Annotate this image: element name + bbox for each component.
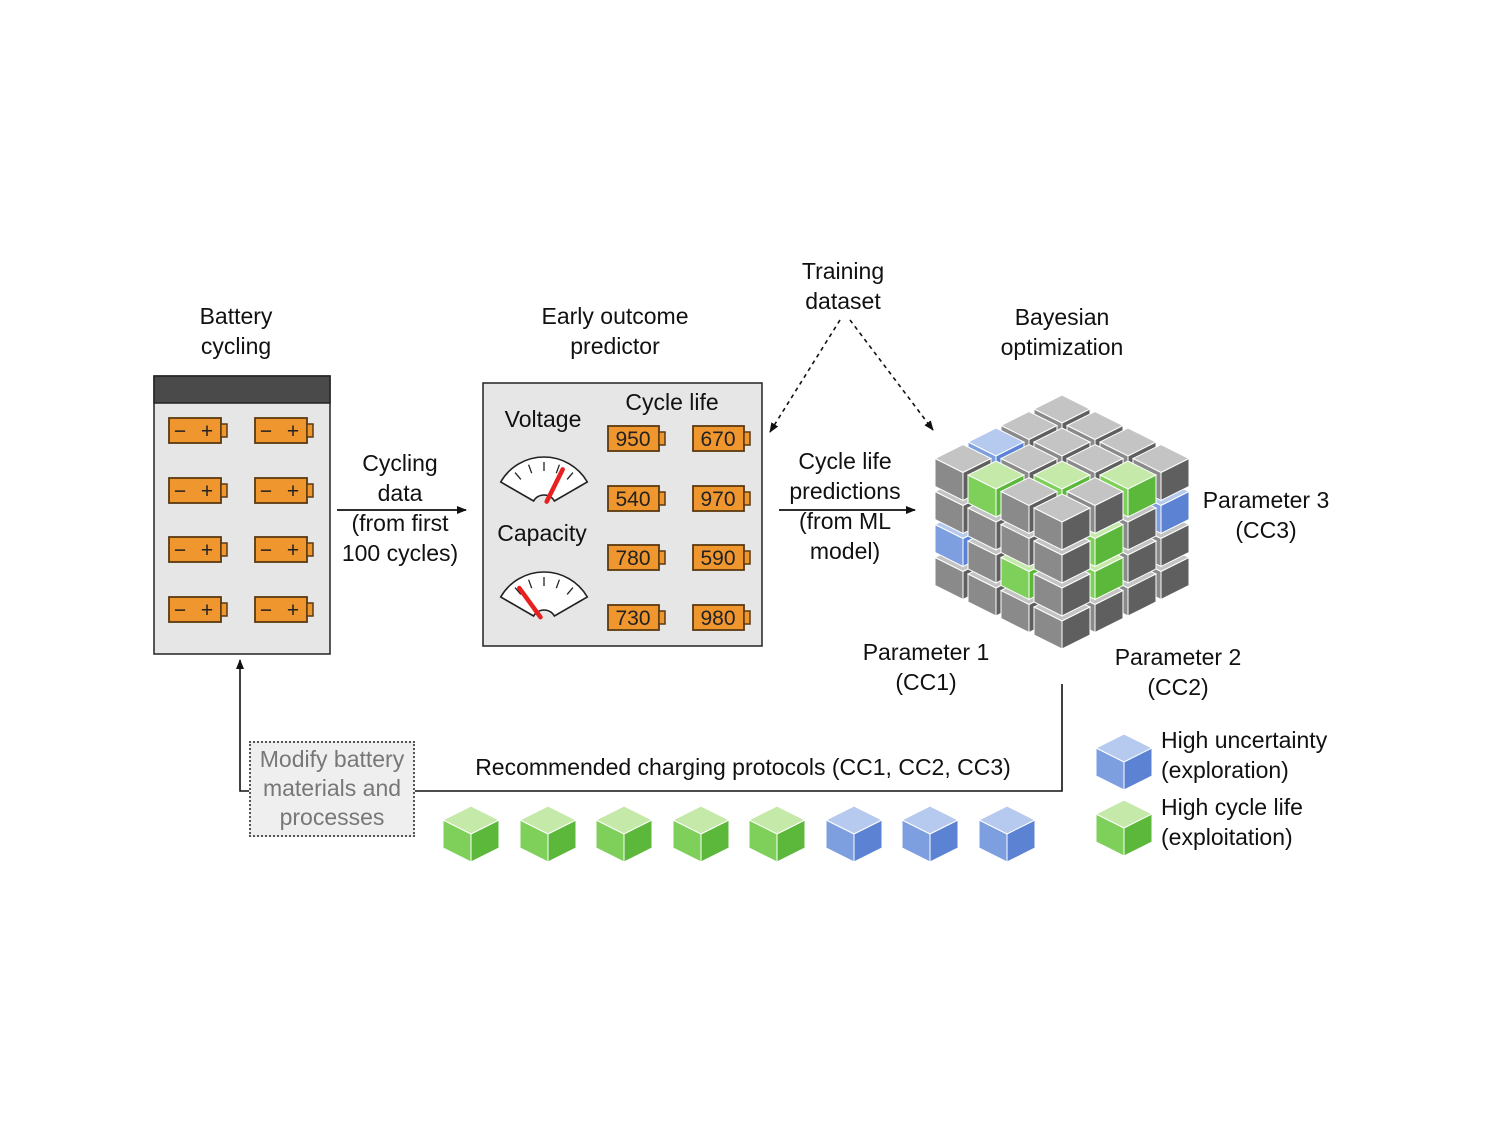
cycle-life-battery: 670: [692, 425, 751, 452]
legend-label-exploitation: High cycle life (exploitation): [1161, 794, 1303, 850]
protocol-cube-blue: [824, 805, 884, 863]
label-cycle-life: Cycle life: [625, 389, 719, 415]
battery-minus-sign: −: [260, 599, 272, 622]
cycle-life-battery: 980: [692, 604, 751, 631]
cycle-life-battery: 780: [607, 544, 666, 571]
battery-minus-sign: −: [260, 480, 272, 503]
cycle-life-value: 730: [615, 607, 650, 630]
battery-panel-header: [153, 375, 331, 404]
battery-plus-sign: +: [287, 599, 299, 622]
protocol-cube-green: [671, 805, 731, 863]
battery-plus-sign: +: [287, 480, 299, 503]
gauge-needle: [544, 467, 565, 504]
legend-cube-blue: [1094, 733, 1154, 791]
battery-icon: −+: [254, 536, 314, 563]
label-cycling-data: Cycling data (from first 100 cycles): [341, 450, 459, 566]
battery-icon: −+: [168, 417, 228, 444]
battery-minus-sign: −: [174, 480, 186, 503]
cycle-life-grid: 950 670 540 970 780 590 730 980: [607, 425, 751, 631]
protocol-cube-green: [518, 805, 578, 863]
protocol-cube-blue: [977, 805, 1037, 863]
cycle-life-battery: 970: [692, 485, 751, 512]
battery-plus-sign: +: [201, 539, 213, 562]
battery-plus-sign: +: [201, 420, 213, 443]
optimization-block: [1032, 526, 1092, 584]
predictor-panel: 950 670 540 970 780 590 730 980: [482, 382, 763, 647]
battery-plus-sign: +: [287, 420, 299, 443]
battery-icon: −+: [168, 477, 228, 504]
battery-plus-sign: +: [287, 539, 299, 562]
cycle-life-value: 970: [700, 488, 735, 511]
battery-grid: −+−+−+−+−+−+−+−+: [168, 417, 314, 623]
cycle-life-value: 590: [700, 547, 735, 570]
gauge-needle: [517, 585, 543, 620]
protocol-cube-green: [747, 805, 807, 863]
label-recommended-protocols: Recommended charging protocols (CC1, CC2…: [475, 754, 1011, 780]
label-cycle-life-predictions: Cycle life predictions (from ML model): [789, 448, 901, 564]
battery-icon: −+: [168, 596, 228, 623]
battery-icon: −+: [254, 477, 314, 504]
battery-icon: −+: [168, 536, 228, 563]
legend-cube-green: [1094, 799, 1154, 857]
arrow-training-to-predictor: [769, 319, 841, 433]
arrow-training-to-bayesian: [849, 319, 934, 431]
capacity-gauge: [499, 571, 589, 620]
label-parameter-3: Parameter 3 (CC3): [1202, 487, 1330, 543]
recommended-protocol-cubes: [441, 805, 1037, 863]
protocol-cube-green: [441, 805, 501, 863]
label-battery-cycling: Battery cycling: [199, 303, 273, 359]
cycle-life-value: 670: [700, 428, 735, 451]
label-parameter-1: Parameter 1 (CC1): [862, 639, 990, 695]
legend-label-exploration: High uncertainty (exploration): [1161, 727, 1328, 783]
battery-plus-sign: +: [201, 599, 213, 622]
voltage-gauge: [499, 456, 589, 504]
label-capacity: Capacity: [497, 520, 587, 546]
battery-cycling-panel: −+−+−+−+−+−+−+−+: [153, 375, 331, 655]
protocol-cube-blue: [900, 805, 960, 863]
cycle-life-battery: 730: [607, 604, 666, 631]
cycle-life-value: 540: [615, 488, 650, 511]
battery-minus-sign: −: [260, 420, 272, 443]
battery-minus-sign: −: [174, 420, 186, 443]
cycle-life-battery: 590: [692, 544, 751, 571]
label-bayesian-optimization: Bayesian optimization: [1000, 304, 1124, 360]
cycle-life-battery: 950: [607, 425, 666, 452]
label-early-outcome-predictor: Early outcome predictor: [541, 303, 689, 359]
label-training-dataset: Training dataset: [801, 258, 885, 314]
cycle-life-battery: 540: [607, 485, 666, 512]
protocol-cube-green: [594, 805, 654, 863]
cycle-life-value: 950: [615, 428, 650, 451]
battery-icon: −+: [254, 596, 314, 623]
optimization-block: [1032, 493, 1092, 551]
battery-minus-sign: −: [174, 539, 186, 562]
label-voltage: Voltage: [504, 406, 582, 432]
battery-icon: −+: [254, 417, 314, 444]
battery-plus-sign: +: [201, 480, 213, 503]
label-parameter-2: Parameter 2 (CC2): [1114, 644, 1242, 700]
battery-minus-sign: −: [174, 599, 186, 622]
battery-minus-sign: −: [260, 539, 272, 562]
bayesian-optimization-cube: [933, 394, 1191, 650]
modify-materials-box: Modify battery materials and processes: [249, 741, 415, 837]
cycle-life-value: 980: [700, 607, 735, 630]
cycle-life-value: 780: [615, 547, 650, 570]
feedback-line: [236, 659, 1063, 792]
legend-cubes: [1094, 733, 1154, 857]
